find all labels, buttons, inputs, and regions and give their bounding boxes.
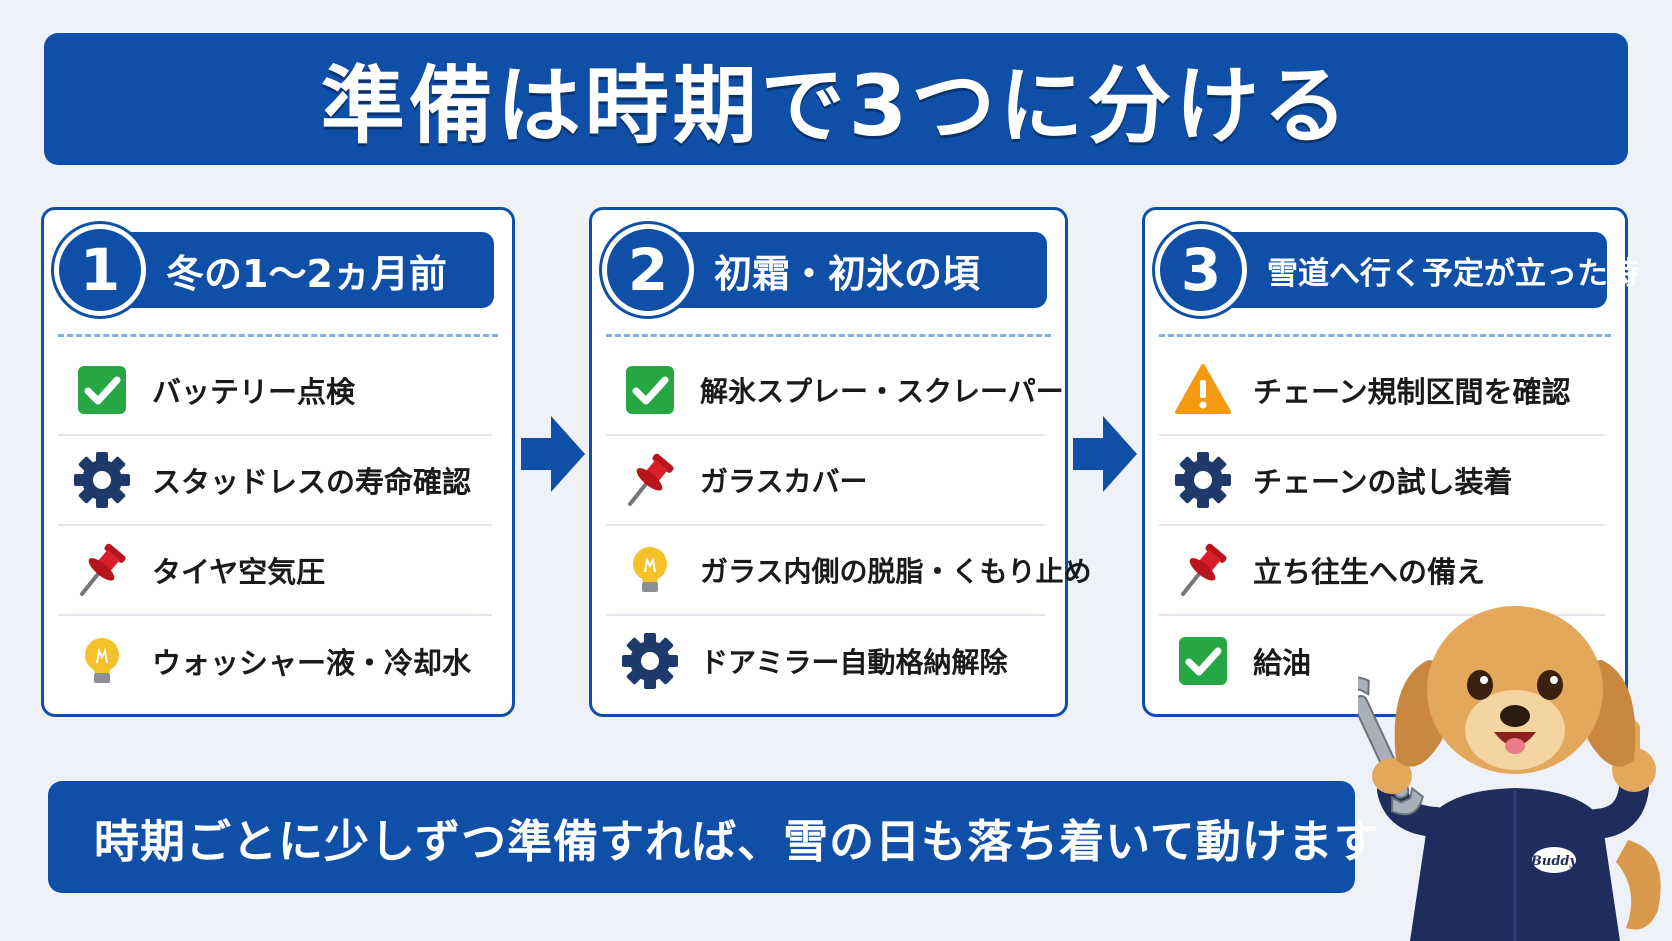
divider xyxy=(1159,334,1611,337)
list-item: 立ち往生への備え xyxy=(1159,526,1605,616)
check-icon xyxy=(1173,631,1233,691)
pushpin-icon xyxy=(620,450,680,510)
footer-banner: 時期ごとに少しずつ準備すれば、雪の日も落ち着いて動けます xyxy=(48,781,1379,893)
list-item: チェーンの試し装着 xyxy=(1159,436,1605,526)
checklist: バッテリー点検 スタッドレスの寿命確認 タイヤ空気圧 ウォッシャー液・冷却水 xyxy=(58,346,492,706)
item-label: 給油 xyxy=(1253,646,1312,680)
lightbulb-icon xyxy=(72,631,132,691)
item-label: ガラスカバー xyxy=(700,465,868,498)
gear-icon xyxy=(72,450,132,510)
gear-icon xyxy=(620,631,680,691)
list-item: タイヤ空気圧 xyxy=(58,526,492,616)
stage-title-bar: 冬の1～2ヵ月前 xyxy=(94,232,494,308)
item-label: ガラス内側の脱脂・くもり止め xyxy=(700,555,1092,588)
list-item: ガラス内側の脱脂・くもり止め xyxy=(606,526,1091,616)
divider xyxy=(58,334,498,337)
list-item: バッテリー点検 xyxy=(58,346,492,436)
arrow-right-icon xyxy=(1073,416,1137,492)
item-label: バッテリー点検 xyxy=(152,375,356,409)
mascot-badge-text: Buddy xyxy=(1530,854,1579,869)
check-icon xyxy=(72,360,132,420)
item-label: タイヤ空気圧 xyxy=(152,555,326,589)
list-item: ドアミラー自動格納解除 xyxy=(606,616,1045,706)
checklist: チェーン規制区間を確認 チェーンの試し装着 立ち往生への備え 給油 xyxy=(1159,346,1605,706)
stage-title: 初霜・初氷の頃 xyxy=(714,251,981,296)
stage-title-bar: 雪道へ行く予定が立った時 xyxy=(1195,232,1639,308)
stage-card-2: 初霜・初氷の頃 2 解氷スプレー・スクレーパー ガラスカバー ガラス内側の脱脂・… xyxy=(589,207,1091,717)
stage-card-3: 雪道へ行く予定が立った時 3 チェーン規制区間を確認 チェーンの試し装着 立ち往… xyxy=(1142,207,1639,717)
list-item: チェーン規制区間を確認 xyxy=(1159,346,1605,436)
check-icon xyxy=(620,360,680,420)
stage-title: 冬の1～2ヵ月前 xyxy=(166,251,447,296)
pushpin-icon xyxy=(72,540,132,600)
divider xyxy=(606,334,1051,337)
footer-message: 時期ごとに少しずつ準備すれば、雪の日も落ち着いて動けます xyxy=(94,814,1380,868)
checklist: 解氷スプレー・スクレーパー ガラスカバー ガラス内側の脱脂・くもり止め ドアミラ… xyxy=(606,346,1091,706)
item-label: 立ち往生への備え xyxy=(1253,555,1486,589)
stage-title: 雪道へ行く予定が立った時 xyxy=(1267,255,1639,292)
pushpin-icon xyxy=(1173,540,1233,600)
stage-number-badge: 3 xyxy=(1155,224,1247,316)
warning-icon xyxy=(1173,360,1233,420)
stage-header: 雪道へ行く予定が立った時 3 xyxy=(1155,224,1639,316)
title-banner: 準備は時期で3つに分ける xyxy=(44,33,1628,165)
stage-number-badge: 2 xyxy=(602,224,694,316)
stage-number-badge: 1 xyxy=(54,224,146,316)
dog-mascot-icon: Buddy xyxy=(1358,606,1661,941)
item-label: ドアミラー自動格納解除 xyxy=(700,646,1008,679)
list-item: スタッドレスの寿命確認 xyxy=(58,436,492,526)
stage-title-bar: 初霜・初氷の頃 xyxy=(642,232,1047,308)
lightbulb-icon xyxy=(620,540,680,600)
list-item: ガラスカバー xyxy=(606,436,1045,526)
item-label: ウォッシャー液・冷却水 xyxy=(152,646,472,680)
page-title: 準備は時期で3つに分ける xyxy=(320,56,1352,155)
stage-card-1: 冬の1～2ヵ月前 1 バッテリー点検 スタッドレスの寿命確認 タイヤ空気圧 ウォ… xyxy=(41,207,515,717)
list-item: ウォッシャー液・冷却水 xyxy=(58,616,492,706)
item-label: チェーンの試し装着 xyxy=(1253,465,1513,499)
list-item: 給油 xyxy=(1159,616,1605,706)
stage-header: 冬の1～2ヵ月前 1 xyxy=(54,224,494,316)
stage-header: 初霜・初氷の頃 2 xyxy=(602,224,1047,316)
list-item: 解氷スプレー・スクレーパー xyxy=(606,346,1064,436)
item-label: チェーン規制区間を確認 xyxy=(1253,375,1571,409)
item-label: 解氷スプレー・スクレーパー xyxy=(700,375,1064,408)
item-label: スタッドレスの寿命確認 xyxy=(152,465,472,499)
arrow-right-icon xyxy=(521,416,585,492)
gear-icon xyxy=(1173,450,1233,510)
